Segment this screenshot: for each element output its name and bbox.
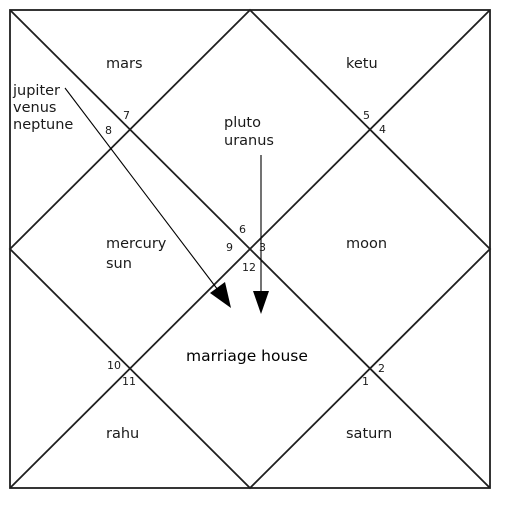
sign-number: 10 xyxy=(107,359,121,372)
sign-number: 2 xyxy=(378,362,385,375)
sign-number: 6 xyxy=(239,223,246,236)
sign-number: 3 xyxy=(259,241,266,254)
house-label-ketu: ketu xyxy=(346,56,378,72)
house-label-mars: mars xyxy=(106,56,143,72)
sign-number: 4 xyxy=(379,123,386,136)
house-label-pluto-uranus: pluto uranus xyxy=(224,115,274,149)
sign-number: 5 xyxy=(363,109,370,122)
house-label-rahu: rahu xyxy=(106,426,139,442)
sign-number: 9 xyxy=(226,241,233,254)
house-label-saturn: saturn xyxy=(346,426,392,442)
house-label-moon: moon xyxy=(346,236,387,252)
arrow-head-right xyxy=(253,291,269,314)
sign-number: 7 xyxy=(123,109,130,122)
sign-number: 1 xyxy=(362,375,369,388)
diagonal-line-anti xyxy=(9,9,491,489)
arrow-shaft-left xyxy=(64,87,219,291)
arrow-head-left xyxy=(210,282,231,308)
sign-number: 8 xyxy=(105,124,112,137)
sign-number: 12 xyxy=(242,261,256,274)
house-label-mercury-sun: mercury sun xyxy=(106,236,171,272)
sign-number: 11 xyxy=(122,375,136,388)
inner-diamond xyxy=(8,8,492,490)
house-label-jupiter-venus-neptune: jupiter venus neptune xyxy=(12,83,73,133)
house-label-marriage-house: marriage house xyxy=(186,347,308,365)
